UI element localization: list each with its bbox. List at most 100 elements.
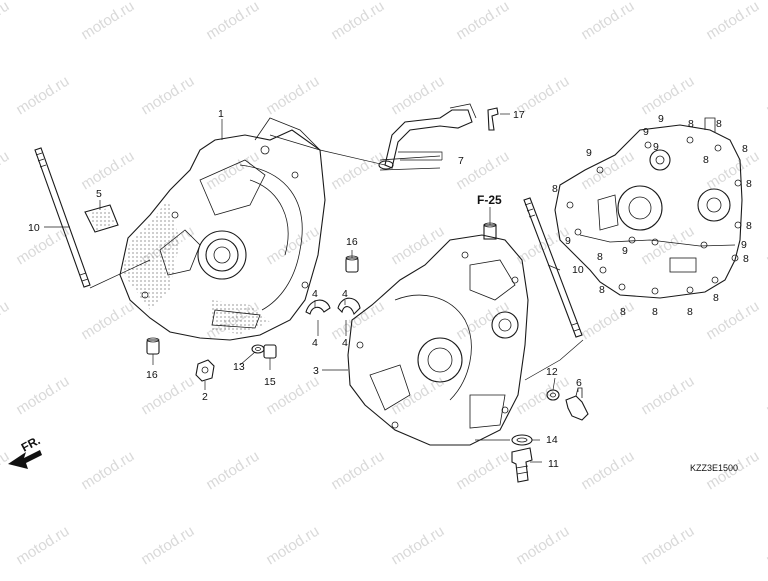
callout-9a: 9 xyxy=(643,126,649,138)
watermark-text: motod.ru xyxy=(578,298,637,344)
watermark-text: motod.ru xyxy=(328,448,387,494)
watermark-text: motod.ru xyxy=(78,298,137,344)
callout-17: 17 xyxy=(513,109,525,121)
callout-13: 13 xyxy=(233,361,245,373)
crank-bearing-drawing xyxy=(305,297,361,316)
watermark-text: motod.ru xyxy=(328,0,387,43)
callout-15: 15 xyxy=(264,376,276,388)
watermark-text: motod.ru xyxy=(578,448,637,494)
callout-10-left: 10 xyxy=(28,222,40,234)
callout-12: 12 xyxy=(546,366,558,378)
callout-9f: 9 xyxy=(741,239,747,251)
watermark-text: motod.ru xyxy=(763,373,768,419)
stud-bolt-right-drawing xyxy=(523,197,583,338)
callout-9b: 9 xyxy=(658,113,664,125)
watermark-text: motod.ru xyxy=(703,0,762,43)
callout-1: 1 xyxy=(218,108,224,120)
watermark-text: motod.ru xyxy=(578,0,637,43)
callout-11: 11 xyxy=(548,458,559,470)
watermark-text: motod.ru xyxy=(388,73,447,119)
watermark-text: motod.ru xyxy=(0,298,12,344)
watermark-text: motod.ru xyxy=(263,73,322,119)
filter-screen-drawing xyxy=(84,204,119,233)
watermark-text: motod.ru xyxy=(453,298,512,344)
watermark-text: motod.ru xyxy=(388,523,447,569)
drain-parts-drawing xyxy=(511,387,589,483)
callout-8d: 8 xyxy=(746,220,752,232)
left-crankcase-drawing xyxy=(119,117,326,341)
callout-8l: 8 xyxy=(716,118,722,130)
watermark-text: motod.ru xyxy=(453,0,512,43)
callout-8e: 8 xyxy=(743,253,749,265)
diagram-code: KZZ3E1500 xyxy=(690,463,738,473)
watermark-text: motod.ru xyxy=(78,448,137,494)
callout-4d: 4 xyxy=(342,337,348,349)
oil-pipe-drawing xyxy=(378,103,499,171)
callout-8k: 8 xyxy=(552,183,558,195)
watermark-text: motod.ru xyxy=(328,148,387,194)
leader-lines xyxy=(44,113,584,463)
stud-bolt-left-drawing xyxy=(34,147,91,288)
watermark-text: motod.ru xyxy=(203,148,262,194)
callout-16-left: 16 xyxy=(146,369,158,381)
callout-8i: 8 xyxy=(620,306,626,318)
callout-6: 6 xyxy=(576,377,582,389)
watermark-text: motod.ru xyxy=(638,73,697,119)
watermark-text: motod.ru xyxy=(703,298,762,344)
watermark-text: motod.ru xyxy=(703,148,762,194)
watermark-text: motod.ru xyxy=(0,448,12,494)
callout-8j: 8 xyxy=(599,284,605,296)
watermark-text: motod.ru xyxy=(13,523,72,569)
watermark-text: motod.ru xyxy=(328,298,387,344)
callout-9g: 9 xyxy=(653,141,659,153)
front-direction-indicator: FR. xyxy=(8,433,42,469)
watermark-text: motod.ru xyxy=(13,373,72,419)
watermark-text: motod.ru xyxy=(388,223,447,269)
watermark-text: motod.ru xyxy=(203,448,262,494)
callout-2: 2 xyxy=(202,391,208,403)
watermark-text: motod.ru xyxy=(638,373,697,419)
callout-9d: 9 xyxy=(565,235,571,247)
callout-8m: 8 xyxy=(703,154,709,166)
watermark-text: motod.ru xyxy=(78,0,137,43)
callout-7: 7 xyxy=(458,155,464,167)
watermark-text: motod.ru xyxy=(513,373,572,419)
callout-4c: 4 xyxy=(312,337,318,349)
watermark-text: motod.ru xyxy=(638,223,697,269)
callout-8g: 8 xyxy=(687,306,693,318)
reference-label: F-25 xyxy=(477,193,502,207)
watermark-text: motod.ru xyxy=(388,373,447,419)
watermark-text: motod.ru xyxy=(763,73,768,119)
watermark-text: motod.ru xyxy=(0,148,12,194)
callout-8b: 8 xyxy=(742,143,748,155)
watermark-text: motod.ru xyxy=(763,223,768,269)
crankcase-outer-view-drawing xyxy=(554,117,743,299)
watermark-text: motod.ru xyxy=(638,523,697,569)
callout-4b: 4 xyxy=(342,288,348,300)
callout-5: 5 xyxy=(96,188,102,200)
watermark-text: motod.ru xyxy=(138,523,197,569)
callout-4a: 4 xyxy=(312,288,318,300)
watermark-text: motod.ru xyxy=(203,0,262,43)
callout-9c: 9 xyxy=(586,147,592,159)
right-crankcase-drawing xyxy=(347,222,529,446)
callout-8a: 8 xyxy=(688,118,694,130)
callout-3: 3 xyxy=(313,365,319,377)
watermark-text: motod.ru xyxy=(78,148,137,194)
callout-8c: 8 xyxy=(746,178,752,190)
callout-9e: 9 xyxy=(622,245,628,257)
callout-16-right: 16 xyxy=(346,236,358,248)
watermark-text: motod.ru xyxy=(13,73,72,119)
callout-10-right: 10 xyxy=(572,264,584,276)
front-arrow-icon xyxy=(8,450,42,469)
small-parts-drawing xyxy=(195,344,277,382)
callout-8f: 8 xyxy=(713,292,719,304)
watermark-text: motod.ru xyxy=(763,523,768,569)
watermark-text: motod.ru xyxy=(453,448,512,494)
watermark-text: motod.ru xyxy=(263,523,322,569)
callout-labels: 1 2 3 4 4 4 4 5 6 7 8 8 8 8 8 8 8 8 8 8 … xyxy=(28,108,752,470)
callout-8n: 8 xyxy=(597,251,603,263)
